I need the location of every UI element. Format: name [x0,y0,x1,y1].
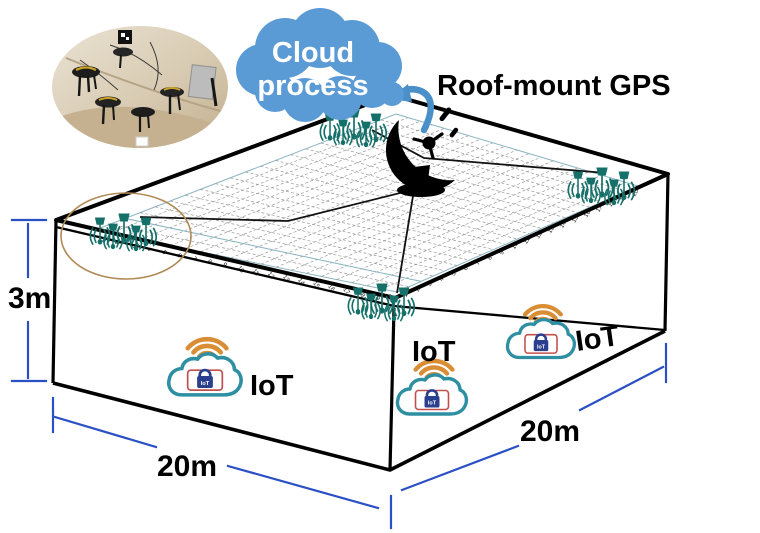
iot-device-icon [508,306,575,357]
cable-left [139,188,417,222]
grid-axis-number: 16 [326,283,336,293]
grid-axis-number: 17 [595,204,605,214]
room-box [51,93,670,472]
grid-axis-number: 4 [438,275,446,282]
width-left-label: 20m [157,450,217,483]
grid-axis-number: 9 [221,261,229,268]
grid-line [124,217,422,282]
grid-line [366,178,614,287]
grid-axis-number: 13 [546,225,556,235]
cloud-label-line2: process [257,70,368,102]
grid-line [335,136,590,208]
grid-line [306,164,566,274]
grid-axis-number: 20 [631,188,641,198]
grid-axis-number: 13 [281,274,291,284]
grid-line [260,153,530,265]
iot-device-icon [169,339,241,395]
grid-axis-number: 12 [266,271,276,281]
grid-line [395,113,639,187]
cable-front [396,189,415,294]
grid-line [276,156,542,268]
iot-device-bottom-right: IoT [508,306,622,358]
grid-line [336,171,590,280]
antenna-cluster-ceiling-left [89,213,158,252]
grid-line [140,212,434,277]
grid-axis-number: 9 [498,249,506,256]
width-right-label: 20m [520,415,580,448]
dimension-bottom-left: 20m [51,396,393,530]
iot-label: IoT [250,370,294,402]
grid-line [170,131,457,246]
cloud-label-line1: Cloud [272,37,354,69]
grid-axis-number: 14 [296,277,306,287]
dimension-bottom-right: 20m [400,342,668,492]
height-label: 3m [8,282,51,315]
wall-edge-left [51,219,58,384]
grid-axis-number: 15 [311,280,321,290]
gps-dish-icon [385,107,459,197]
floor-outline [52,329,666,472]
grid-line [320,142,578,213]
grid-line [351,174,602,284]
cloud-process-shape: Cloud process [236,8,404,122]
grid-axis-number: 10 [510,241,520,251]
iot-label: IoT [574,320,622,358]
grid-line [200,189,482,256]
grid-axis-number: 11 [522,236,532,246]
grid-line [321,167,578,277]
iot-label: IoT [412,336,456,368]
grid-line [260,165,530,235]
grid-line [381,182,627,290]
photo-inset [52,26,228,148]
iot-device-bottom-left: IoT [169,339,294,402]
grid-line [185,194,470,261]
antenna-cluster-ceiling-right [567,167,636,206]
grid-line [109,223,410,288]
grid-line [305,148,566,219]
gps-cables [139,129,607,294]
iot-device-icon [398,361,467,414]
photo-marker-tag [118,30,132,44]
grid-axis-number: 16 [583,209,593,219]
grid-axis-number: 15 [570,214,580,224]
iot-device-front-center: IoT [398,336,467,414]
grid-line [291,160,554,271]
grid-axis-number: 17 [341,286,351,296]
grid-axis-number: 14 [558,219,568,229]
grid-axis-number: 12 [534,230,544,240]
grid-axis-number: 5 [450,270,458,277]
highlight-ellipse [60,192,192,280]
grid-axis-number: 6 [462,265,470,272]
photo-devices [72,30,218,147]
grid-axis-number: 18 [356,289,366,299]
grid-axis-number: 8 [486,254,494,261]
grid-line [396,185,639,293]
dimension-height: 3m [8,218,51,383]
grid-line [215,142,493,256]
antenna-cluster-ceiling-front [347,283,416,322]
gps-label: Roof-mount GPS [437,70,671,102]
wall-edge-front [388,307,396,471]
wall-edge-right [663,173,670,332]
grid-axis-number: 7 [474,260,482,267]
grid-line [245,149,518,262]
grid-axis-number: 3 [130,243,138,250]
grid-axis-number: 18 [607,198,617,208]
ceiling-grid [94,113,639,293]
